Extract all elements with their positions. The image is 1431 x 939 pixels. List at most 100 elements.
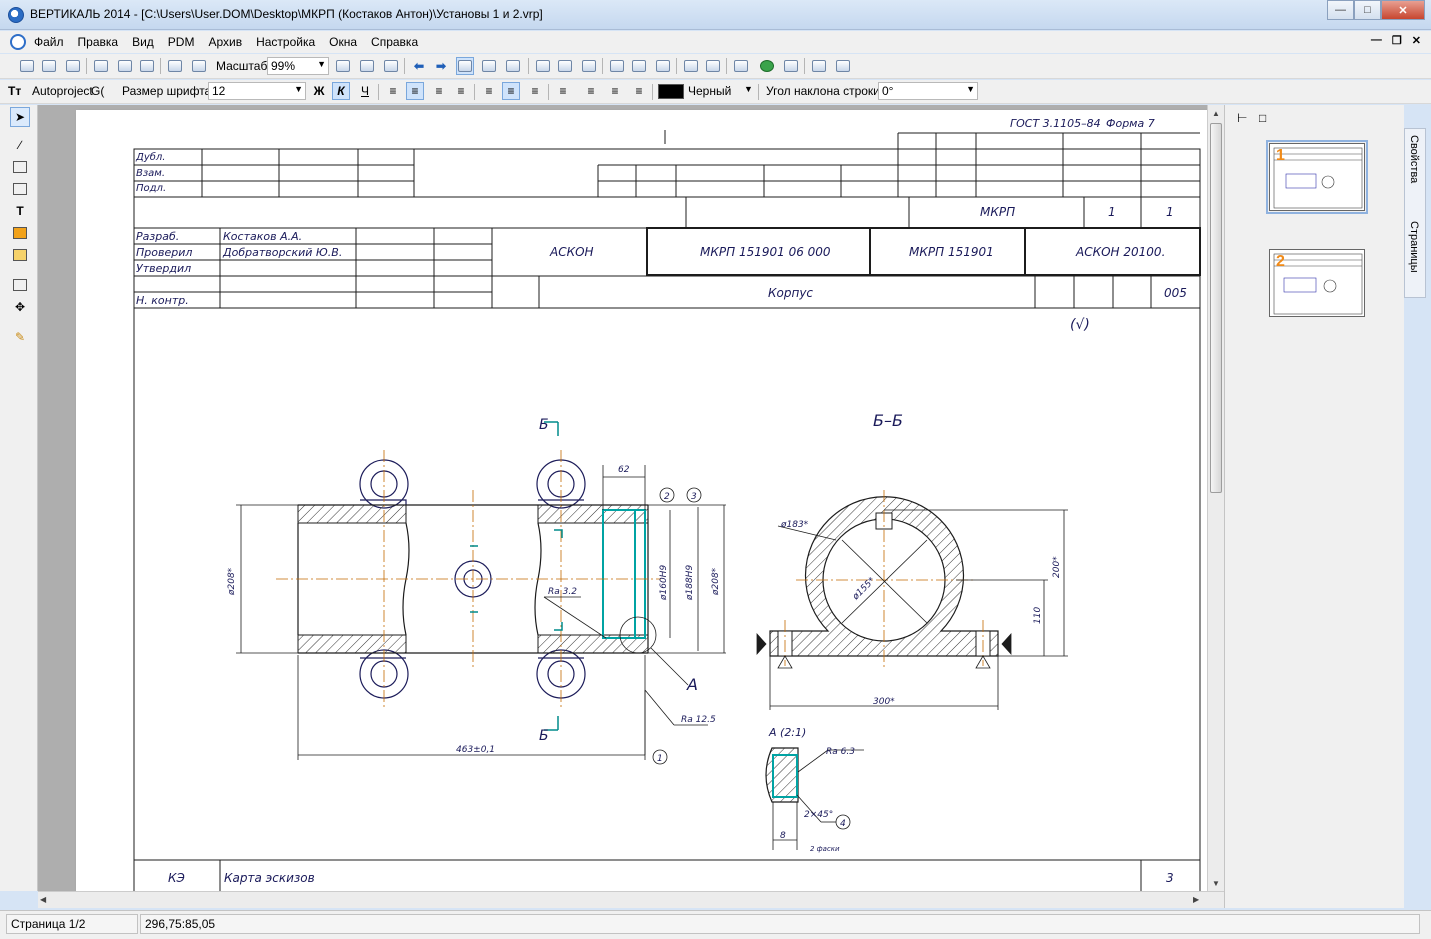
align-justify-icon[interactable]: ≡ [457,84,465,98]
align-right-obj-icon[interactable] [580,57,598,75]
scroll-right-icon[interactable]: ▶ [1193,895,1200,904]
align-left-icon[interactable]: ≡ [389,84,397,98]
font-name[interactable]: Autoproject [32,84,93,98]
status-bar: Страница 1/2 296,75:85,05 [0,910,1431,939]
scroll-left-icon[interactable]: ◀ [40,895,47,904]
tool-palette: ➤ ∕ T ✥ ✎ [0,105,38,891]
bold-button[interactable]: Ж [313,84,325,98]
align-center-obj-icon[interactable] [556,57,574,75]
library-icon[interactable] [782,57,800,75]
page-thumbnail-1[interactable]: 1 [1266,140,1368,214]
indent-decrease-icon[interactable]: ≡ [587,84,595,98]
indent-increase-icon[interactable]: ≡ [611,84,619,98]
vertical-scroll-thumb[interactable] [1210,123,1222,493]
rectangle-tool-icon[interactable] [10,157,30,177]
snap-grid-icon[interactable] [504,57,522,75]
font-size-select[interactable]: 12▼ [208,82,306,100]
brush-icon[interactable] [732,57,750,75]
status-page: Страница 1/2 [6,914,138,934]
fragment-tool-icon[interactable] [10,275,30,295]
ball-1: 1 [657,754,663,764]
align-bottom-obj-icon[interactable] [654,57,672,75]
menu-archive[interactable]: Архив [208,35,243,49]
menu-view[interactable]: Вид [132,35,154,49]
valign-top-icon[interactable]: ≡ [531,84,539,98]
menu-windows[interactable]: Окна [329,35,358,49]
tab-properties[interactable]: Свойства [1408,135,1420,184]
ball-3: 3 [691,492,697,502]
pin-icon[interactable]: ⊢ [1237,111,1248,125]
scroll-down-icon[interactable]: ▼ [1212,879,1220,888]
books-icon[interactable] [810,57,828,75]
text-tool-icon[interactable]: T [16,204,24,218]
edit-mode-icon[interactable] [456,57,474,75]
pencil-tool-icon[interactable]: ✎ [14,330,26,344]
page-frame-icon[interactable] [358,57,376,75]
minimize-button[interactable]: — [1327,0,1354,20]
back-arrow-icon[interactable]: ⬅ [413,59,425,73]
stamp-utverdil-label: Утвердил [136,262,191,275]
stamp-proveril-label: Проверил [136,246,192,259]
distribute-v-icon[interactable] [704,57,722,75]
align-middle-obj-icon[interactable] [630,57,648,75]
align-left-obj-icon[interactable] [534,57,552,75]
scale-select[interactable]: 99%▼ [267,57,329,75]
tab-pages[interactable]: Страницы [1408,221,1420,273]
page-thumbnail-2-number: 2 [1276,253,1285,270]
open-icon[interactable] [18,57,36,75]
color-dropdown-icon[interactable]: ▼ [744,84,753,94]
underline-button[interactable]: Ч [361,84,369,98]
forward-arrow-icon[interactable]: ➡ [435,59,447,73]
folder-tool-icon[interactable] [10,245,30,265]
list-icon[interactable]: ≡ [635,84,643,98]
menu-file[interactable]: Файл [34,35,64,49]
standard-toolbar: Масштаб 99%▼ ⬅ ➡ [0,54,1431,79]
font-name-suffix[interactable]: G( [91,84,105,98]
italic-button[interactable]: К [332,82,350,100]
drawing-canvas[interactable]: ГОСТ 3.1105–84 Форма 7 Дубл. Взам. Подл.… [38,105,1218,891]
print-icon[interactable] [64,57,82,75]
angle-select[interactable]: 0°▼ [878,82,978,100]
zoom-icon[interactable] [190,57,208,75]
move-tool-icon[interactable]: ✥ [14,300,26,314]
save-icon[interactable] [40,57,58,75]
align-center-icon[interactable]: ≡ [406,82,424,100]
dim-62: 62 [618,465,630,475]
snap-icon[interactable] [480,57,498,75]
vertical-scrollbar[interactable]: ▲ ▼ [1207,105,1224,891]
maximize-button[interactable]: □ [1354,0,1381,20]
line-tool-icon[interactable]: ∕ [18,138,21,152]
page-thumbnail-2[interactable]: 2 [1269,249,1365,317]
page-view-icon[interactable] [334,57,352,75]
align-right-icon[interactable]: ≡ [435,84,443,98]
doc-close-icon[interactable]: ✕ [1411,35,1421,47]
horizontal-scrollbar[interactable]: ◀ ▶ [38,891,1224,908]
color-swatch[interactable] [658,84,684,99]
line-spacing-icon[interactable]: ≡ [559,84,567,98]
menu-pdm[interactable]: PDM [167,35,195,49]
scroll-up-icon[interactable]: ▲ [1212,109,1220,118]
color-name[interactable]: Черный [688,84,732,98]
doc-restore-icon[interactable]: ❐ [1391,35,1402,47]
book-icon[interactable]: □ [1259,111,1267,125]
valign-bottom-icon[interactable]: ≡ [485,84,493,98]
preview-icon[interactable] [166,57,184,75]
menu-settings[interactable]: Настройка [256,35,316,49]
doc-minimize-icon[interactable]: — [1370,34,1382,46]
menu-help[interactable]: Справка [371,35,419,49]
kompas-icon[interactable] [758,57,776,75]
valign-middle-icon[interactable]: ≡ [502,82,520,100]
app-menu-icon[interactable] [10,34,26,50]
copy-icon[interactable] [116,57,134,75]
select-arrow-icon[interactable]: ➤ [10,107,30,127]
close-button[interactable]: ✕ [1381,0,1425,20]
export-icon[interactable] [834,57,852,75]
image-tool-icon[interactable] [10,223,30,243]
paste-icon[interactable] [138,57,156,75]
grid-icon[interactable] [382,57,400,75]
cut-icon[interactable] [92,57,110,75]
menu-edit[interactable]: Правка [77,35,119,49]
table-tool-icon[interactable] [10,179,30,199]
align-top-obj-icon[interactable] [608,57,626,75]
distribute-h-icon[interactable] [682,57,700,75]
